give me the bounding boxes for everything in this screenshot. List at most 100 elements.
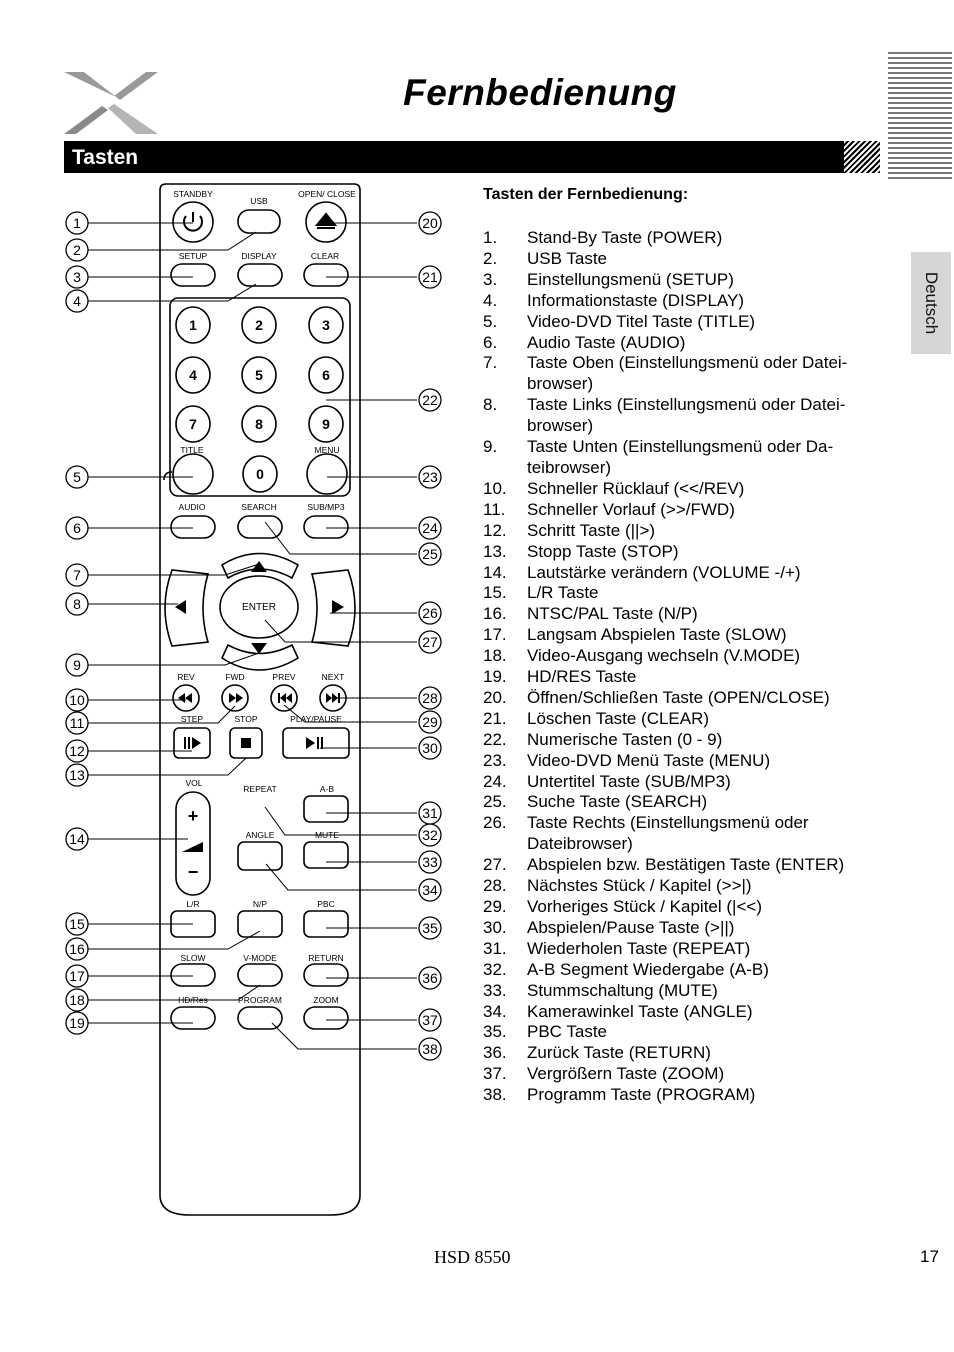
list-item: 25.Suche Taste (SEARCH) xyxy=(483,792,708,812)
mute-button[interactable] xyxy=(303,841,349,869)
list-item: 14.Lautstärke verändern (VOLUME -/+) xyxy=(483,562,801,582)
digit-2-button[interactable] xyxy=(241,306,277,344)
callout-22: 22 xyxy=(422,392,438,408)
audio-button[interactable] xyxy=(170,515,216,539)
corner-decoration xyxy=(888,52,952,182)
digit-3-text: 3 xyxy=(322,317,330,333)
enter-label: ENTER xyxy=(242,602,276,613)
usb-button[interactable] xyxy=(237,209,281,234)
clear-button[interactable] xyxy=(303,263,349,287)
callout-4: 4 xyxy=(73,293,81,309)
menu-button[interactable] xyxy=(306,453,348,495)
digit-4-button[interactable] xyxy=(175,356,211,394)
list-item: 36.Zurück Taste (RETURN) xyxy=(483,1043,711,1063)
remote-control-diagram: STANDBY USB OPEN/ CLOSE SETUP DISPLAY CL… xyxy=(65,183,442,1216)
list-item: 2.USB Taste xyxy=(483,248,608,268)
list-item: 11.Schneller Vorlauf (>>/FWD) xyxy=(483,499,735,519)
arrow-right-icon xyxy=(332,600,344,614)
arrow-down-icon xyxy=(251,643,267,654)
callout-5: 5 xyxy=(73,469,81,485)
zoom-button[interactable] xyxy=(303,1006,349,1030)
rev-label: REV xyxy=(177,672,195,682)
standby-label: STANDBY xyxy=(173,189,213,199)
enter-button[interactable] xyxy=(219,575,299,639)
list-heading: Tasten der Fernbedienung: xyxy=(483,186,689,203)
list-item: 32.A-B Segment Wiedergabe (A-B) xyxy=(483,959,769,979)
section-bar xyxy=(64,141,880,173)
digit-6-text: 6 xyxy=(322,367,330,383)
repeat-label: REPEAT xyxy=(243,784,276,794)
list-item: 16.NTSC/PAL Taste (N/P) xyxy=(483,604,698,624)
callout-32: 32 xyxy=(422,827,438,843)
callout-26: 26 xyxy=(422,605,438,621)
setup-label: SETUP xyxy=(179,251,208,261)
digit-7-button[interactable] xyxy=(175,405,211,443)
callout-7: 7 xyxy=(73,567,81,583)
stop-icon xyxy=(241,738,251,748)
list-item: 26.Taste Rechts (Einstellungsmenü oder D… xyxy=(483,813,809,854)
slow-label: SLOW xyxy=(180,953,205,963)
digit-1-button[interactable] xyxy=(175,306,211,344)
sub-mp3-button[interactable] xyxy=(303,515,349,539)
digit-9-button[interactable] xyxy=(308,405,344,443)
open-close-label: OPEN/ CLOSE xyxy=(298,189,356,199)
a-b-button[interactable] xyxy=(303,795,349,823)
title-button[interactable] xyxy=(172,453,214,495)
list-item: 27.Abspielen bzw. Bestätigen Taste (ENTE… xyxy=(483,855,845,875)
section-title: Tasten xyxy=(72,146,139,169)
arrow-left-icon xyxy=(175,600,186,614)
setup-button[interactable] xyxy=(170,263,216,287)
digit-9-text: 9 xyxy=(322,416,330,432)
list-item: 24.Untertitel Taste (SUB/MP3) xyxy=(483,771,731,791)
down-button[interactable] xyxy=(220,643,300,671)
clear-label: CLEAR xyxy=(311,251,339,261)
volume-ramp-icon xyxy=(182,842,203,852)
callout-13: 13 xyxy=(69,767,85,783)
vmode-label: V-MODE xyxy=(243,953,277,963)
callout-35: 35 xyxy=(422,920,438,936)
list-item: 38.Programm Taste (PROGRAM) xyxy=(483,1085,756,1105)
sub-mp3-label: SUB/MP3 xyxy=(307,502,345,512)
callout-3: 3 xyxy=(73,269,81,285)
angle-button[interactable] xyxy=(237,841,283,871)
list-item: 7.Taste Oben (Einstellungsmenü oder Date… xyxy=(483,353,848,394)
callout-21: 21 xyxy=(422,269,438,285)
audio-label: AUDIO xyxy=(179,502,206,512)
vmode-button[interactable] xyxy=(237,963,283,987)
search-button[interactable] xyxy=(237,515,283,539)
slow-button[interactable] xyxy=(170,963,216,987)
key-list: 1.Stand-By Taste (POWER) 2.USB Taste 3.E… xyxy=(483,228,883,1106)
zoom-label: ZOOM xyxy=(313,995,339,1005)
return-button[interactable] xyxy=(303,963,349,987)
hd-res-button[interactable] xyxy=(170,1006,216,1030)
play-pause-button[interactable] xyxy=(282,727,350,759)
step-label: STEP xyxy=(181,714,204,724)
program-button[interactable] xyxy=(237,1006,283,1030)
list-item: 9.Taste Unten (Einstellungsmenü oder Da-… xyxy=(483,437,834,477)
np-label: N/P xyxy=(253,899,268,909)
step-icon xyxy=(184,737,201,749)
display-label: DISPLAY xyxy=(241,251,277,261)
display-button[interactable] xyxy=(237,263,283,287)
return-label: RETURN xyxy=(308,953,343,963)
left-button[interactable] xyxy=(164,569,210,647)
np-button[interactable] xyxy=(237,910,283,938)
callout-27: 27 xyxy=(422,634,438,650)
digit-3-button[interactable] xyxy=(308,306,344,344)
digit-1-text: 1 xyxy=(189,317,197,333)
angle-label: ANGLE xyxy=(246,830,275,840)
list-item: 30.Abspielen/Pause Taste (>||) xyxy=(483,917,735,937)
list-item: 12.Schritt Taste (||>) xyxy=(483,520,656,540)
digit-0-text: 0 xyxy=(256,466,264,482)
digit-0-button[interactable] xyxy=(242,455,278,493)
digit-6-button[interactable] xyxy=(308,356,344,394)
volume-rocker[interactable] xyxy=(175,791,211,896)
power-icon xyxy=(183,212,203,232)
digit-5-text: 5 xyxy=(255,367,263,383)
list-item: 10.Schneller Rücklauf (<</REV) xyxy=(483,478,745,498)
list-item: 34.Kamerawinkel Taste (ANGLE) xyxy=(483,1001,753,1021)
list-item: 17.Langsam Abspielen Taste (SLOW) xyxy=(483,625,787,645)
digit-8-button[interactable] xyxy=(241,405,277,443)
pbc-button[interactable] xyxy=(303,910,349,938)
digit-5-button[interactable] xyxy=(241,356,277,394)
